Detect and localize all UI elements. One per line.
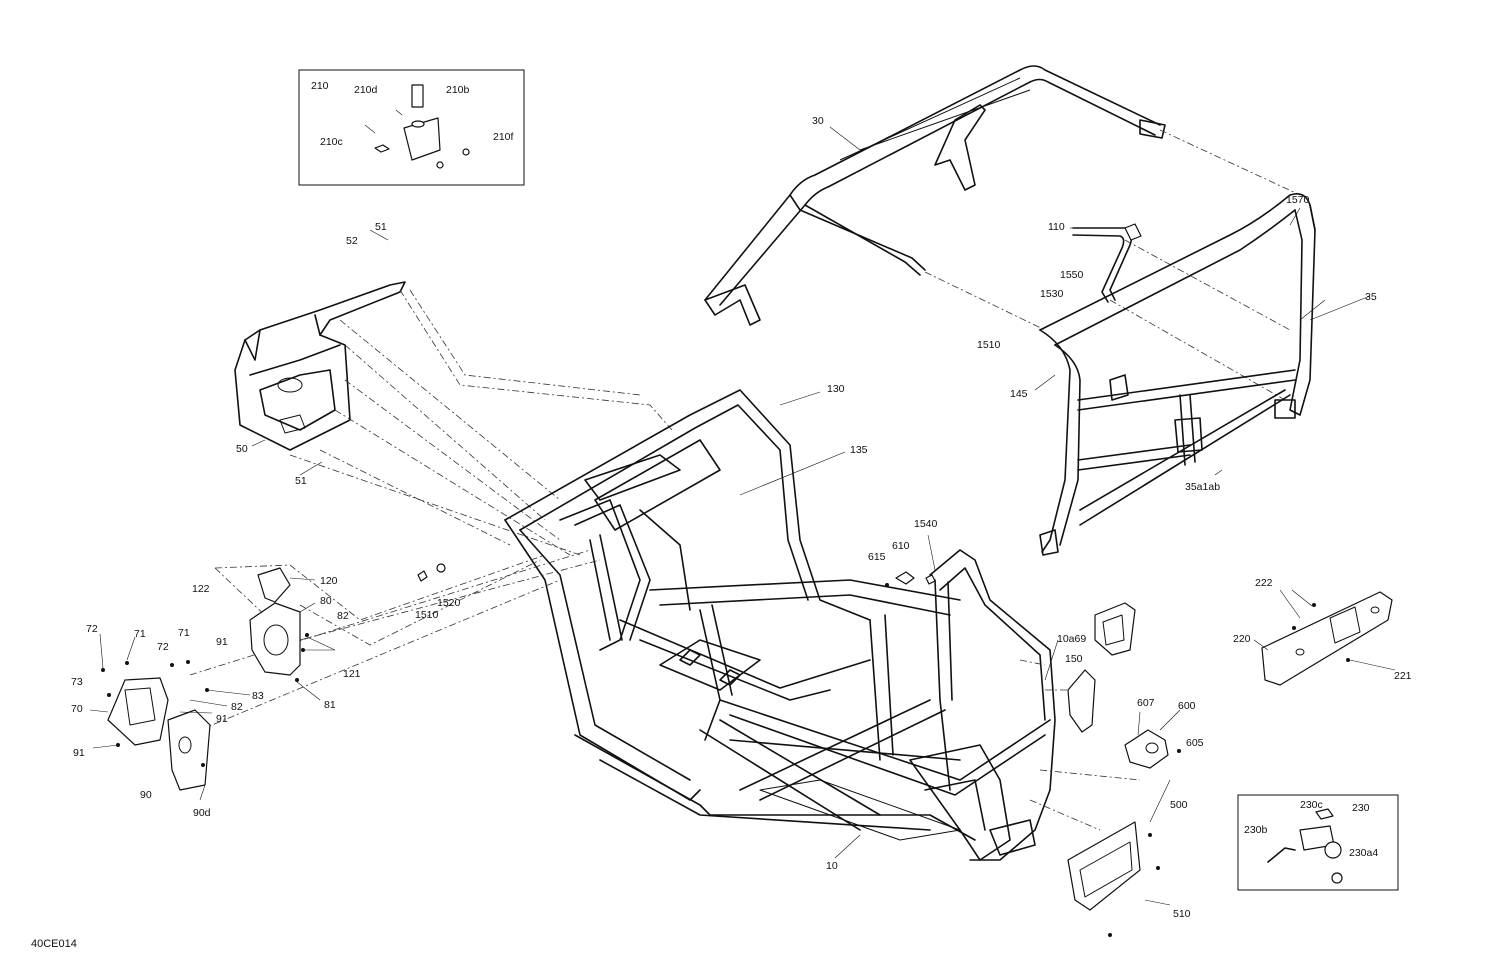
label-607: 607 [1137, 697, 1155, 709]
label-1550: 1550 [1060, 269, 1084, 281]
front-bracket-50 [234, 281, 406, 451]
label-230c: 230c [1300, 799, 1323, 811]
label-500: 500 [1170, 799, 1188, 811]
roll-cage-30 [704, 65, 1166, 326]
label-210d: 210d [354, 84, 378, 96]
bracket-1570-part [1094, 602, 1136, 656]
bracket-210-part [364, 84, 470, 169]
label-130: 130 [827, 383, 845, 395]
label-145: 145 [1010, 388, 1028, 400]
bracket-70 [101, 660, 190, 747]
label-210f: 210f [493, 131, 514, 143]
label-1520: 1520 [437, 597, 461, 609]
label-10a69: 10a69 [1057, 633, 1086, 645]
label-615: 615 [868, 551, 886, 563]
label-80: 80 [320, 595, 332, 607]
label-210: 210 [311, 80, 329, 92]
label-83: 83 [252, 690, 264, 702]
label-1540: 1540 [914, 518, 938, 530]
inset-230 [1237, 794, 1399, 891]
diagram-reference-code: 40CE014 [31, 938, 77, 950]
label-71-right: 71 [178, 627, 190, 639]
hitch-bracket-220 [1261, 591, 1393, 686]
label-610: 610 [892, 540, 910, 552]
label-51-bottom: 51 [295, 475, 307, 487]
label-30: 30 [812, 115, 824, 127]
label-73: 73 [71, 676, 83, 688]
label-110: 110 [1048, 221, 1065, 233]
label-90: 90 [140, 789, 152, 801]
label-510: 510 [1173, 908, 1191, 920]
label-90d: 90d [193, 807, 211, 819]
label-70: 70 [71, 703, 83, 715]
label-220: 220 [1233, 633, 1251, 645]
bracket-600 [1124, 729, 1181, 769]
leaders [89, 126, 1396, 906]
label-1530: 1530 [1040, 288, 1064, 300]
label-121: 121 [343, 668, 361, 680]
label-71-left: 71 [134, 628, 146, 640]
part-610 [885, 571, 936, 587]
label-1510-upper: 1510 [977, 339, 1001, 351]
label-51-top: 51 [375, 221, 387, 233]
label-230a4: 230a4 [1349, 847, 1378, 859]
label-91-bottom: 91 [73, 747, 85, 759]
label-82-upper: 82 [337, 610, 349, 622]
bracket-80 [249, 602, 309, 682]
label-10: 10 [826, 860, 838, 872]
label-72-left: 72 [86, 623, 98, 635]
label-35a1ab: 35a1ab [1185, 481, 1220, 493]
grab-bar-110 [1072, 223, 1142, 303]
rear-cage-35 [1039, 192, 1316, 556]
label-135: 135 [850, 444, 868, 456]
label-221: 221 [1394, 670, 1412, 682]
label-91-middle: 91 [216, 713, 228, 725]
inset-210: 210 210d 210b 210c 210f [298, 69, 525, 186]
plate-150 [1067, 669, 1096, 733]
label-222: 222 [1255, 577, 1273, 589]
bracket-120 [257, 567, 291, 603]
label-72-right: 72 [157, 641, 169, 653]
label-230: 230 [1352, 802, 1370, 814]
label-35: 35 [1365, 291, 1377, 303]
label-91-top: 91 [216, 636, 228, 648]
label-120: 120 [320, 575, 338, 587]
label-210b: 210b [446, 84, 470, 96]
label-81: 81 [324, 699, 336, 711]
label-82-lower: 82 [231, 701, 243, 713]
bracket-90 [167, 688, 211, 791]
part-labels: 30 1570 110 1550 1530 35 1510 145 35a1ab… [71, 115, 1412, 920]
part-1510-1520 [417, 563, 446, 582]
main-chassis-10 [504, 389, 1056, 861]
label-1570: 1570 [1286, 194, 1310, 206]
label-150: 150 [1065, 653, 1083, 665]
label-122: 122 [192, 583, 210, 595]
label-210c: 210c [320, 136, 343, 148]
label-605: 605 [1186, 737, 1204, 749]
label-230b: 230b [1244, 824, 1268, 836]
label-600: 600 [1178, 700, 1196, 712]
label-50: 50 [236, 443, 248, 455]
skid-plate-500 [1067, 821, 1160, 937]
label-1510-lower: 1510 [415, 609, 439, 621]
label-52: 52 [346, 235, 358, 247]
